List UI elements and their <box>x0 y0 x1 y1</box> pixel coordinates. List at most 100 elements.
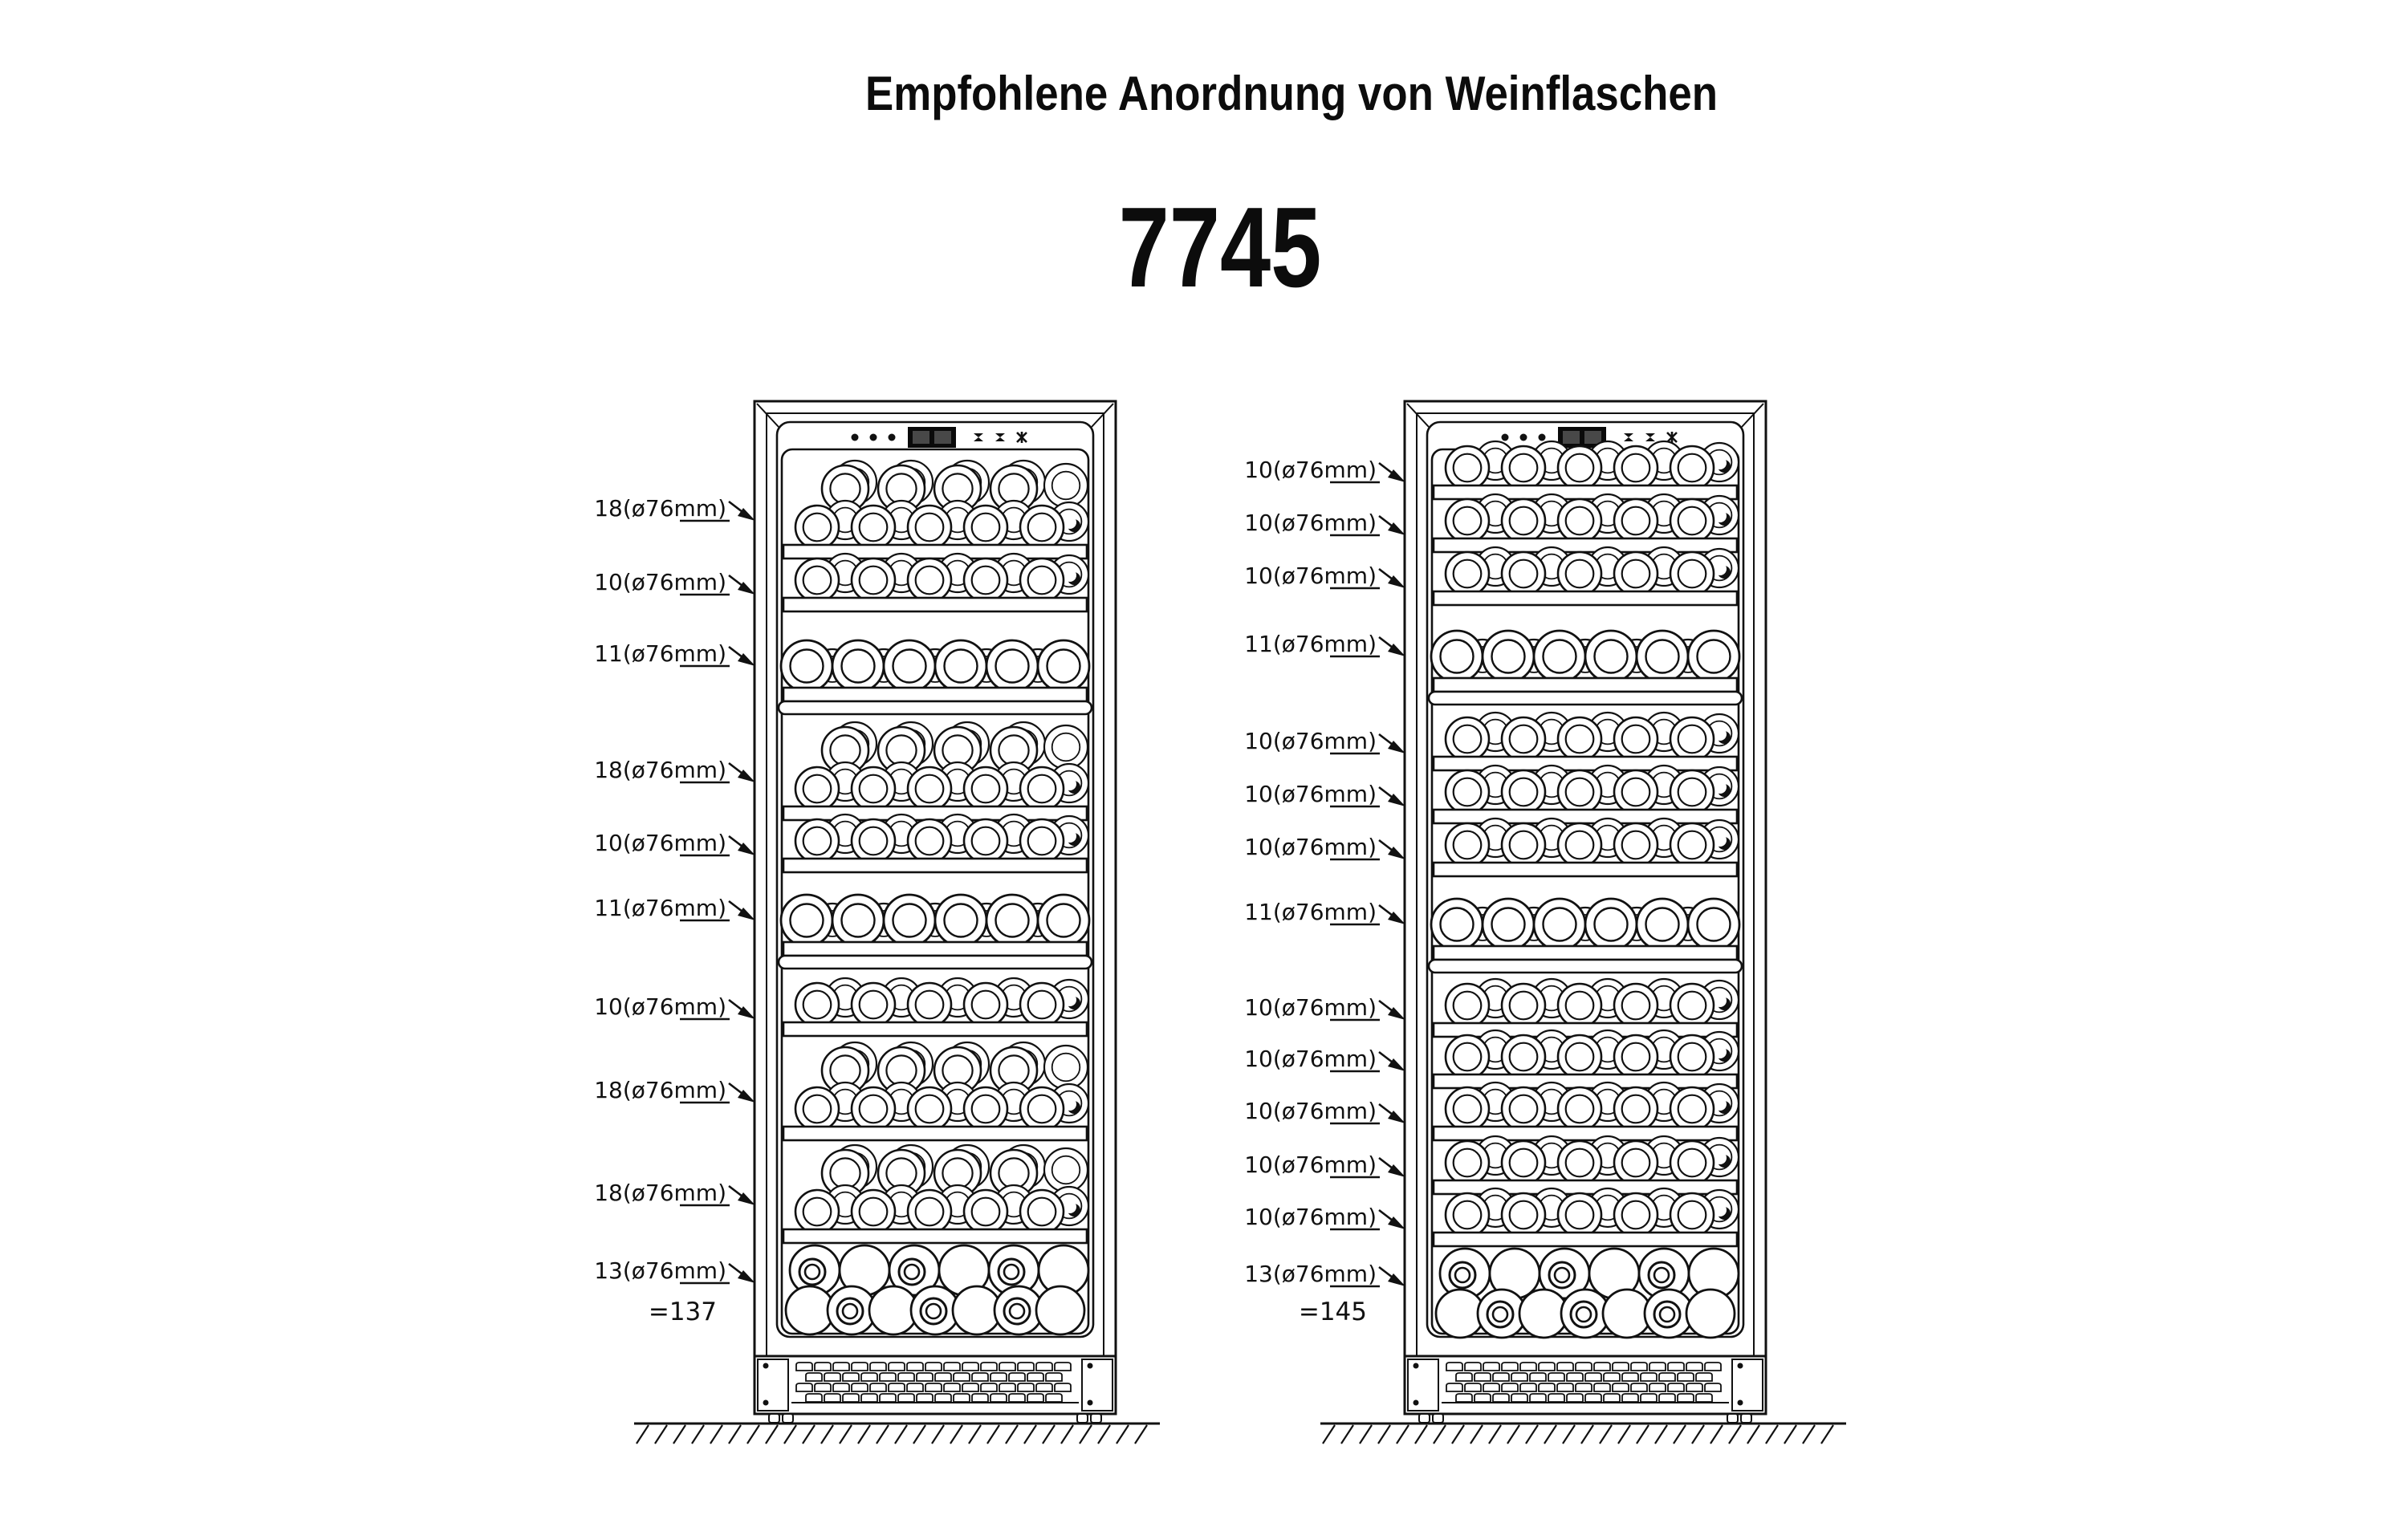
wine-row-single <box>794 552 1090 603</box>
wine-row-single <box>1444 817 1740 868</box>
wine-row-big <box>1430 897 1741 952</box>
row-label: 10(ø76mm) <box>1244 510 1405 537</box>
leader-arrow-icon <box>728 900 755 920</box>
shelf <box>1432 1073 1739 1090</box>
total-count: =137 <box>649 1298 717 1326</box>
zone-divider <box>1427 958 1743 974</box>
shelf <box>1432 1231 1739 1248</box>
vent-grille <box>1403 1355 1767 1415</box>
wine-row-big <box>779 893 1091 948</box>
leader-arrow-icon <box>728 574 755 595</box>
shelf <box>1432 676 1739 693</box>
leader-arrow-icon <box>1378 999 1405 1020</box>
zone-divider <box>1427 690 1743 706</box>
leader-arrow-icon <box>1378 461 1405 482</box>
svg-text:10(ø76mm): 10(ø76mm) <box>1244 994 1377 1021</box>
leader-arrow-icon <box>1378 904 1405 924</box>
leader-arrow-icon <box>1378 733 1405 753</box>
row-label: 10(ø76mm) <box>1244 1151 1405 1179</box>
row-label: 10(ø76mm) <box>1244 1204 1405 1231</box>
shelf <box>1432 484 1739 501</box>
button-dot-icon <box>851 433 859 441</box>
svg-text:10(ø76mm): 10(ø76mm) <box>594 830 726 856</box>
leader-arrow-icon <box>1378 567 1405 588</box>
leader-arrow-icon <box>1378 839 1405 859</box>
total-count: =145 <box>1299 1298 1367 1326</box>
shelf <box>1432 808 1739 825</box>
svg-text:10(ø76mm): 10(ø76mm) <box>1244 510 1377 536</box>
button-dot-icon <box>869 433 877 441</box>
svg-text:18(ø76mm): 18(ø76mm) <box>594 757 726 783</box>
wine-row-single <box>1444 1187 1740 1238</box>
button-dot-icon <box>888 433 896 441</box>
row-label: 13(ø76mm) <box>1244 1261 1405 1288</box>
cabinet-foot <box>768 1413 794 1424</box>
leader-arrow-icon <box>728 500 755 521</box>
svg-text:10(ø76mm): 10(ø76mm) <box>1244 1204 1377 1230</box>
svg-text:11(ø76mm): 11(ø76mm) <box>594 895 726 921</box>
row-label: 10(ø76mm) <box>594 830 755 857</box>
shelf <box>782 686 1088 703</box>
mode-icon <box>974 433 983 441</box>
leader-arrow-icon <box>728 645 755 666</box>
page-title: Empfohlene Anordnung von Weinflaschen <box>865 67 1718 120</box>
wine-row-single <box>1444 1135 1740 1186</box>
leader-arrow-icon <box>1378 1103 1405 1123</box>
zone-divider <box>777 954 1093 970</box>
mode-icon <box>1645 433 1655 441</box>
control-panel <box>1501 427 1678 448</box>
wine-row-single <box>1444 977 1740 1029</box>
row-label: 11(ø76mm) <box>1244 899 1405 926</box>
svg-text:11(ø76mm): 11(ø76mm) <box>594 640 726 667</box>
leader-arrow-icon <box>1378 1156 1405 1177</box>
wine-row-single <box>1444 493 1740 544</box>
ground-hatch <box>1320 1422 1846 1444</box>
svg-text:11(ø76mm): 11(ø76mm) <box>1244 899 1377 925</box>
svg-text:10(ø76mm): 10(ø76mm) <box>1244 1151 1377 1178</box>
snowflake-icon <box>1016 432 1027 443</box>
svg-text:18(ø76mm): 18(ø76mm) <box>594 495 726 522</box>
shelf <box>1432 755 1739 772</box>
row-label: 13(ø76mm) <box>594 1257 755 1285</box>
svg-text:11(ø76mm): 11(ø76mm) <box>1244 631 1377 657</box>
leader-arrow-icon <box>728 1082 755 1103</box>
row-label: 10(ø76mm) <box>1244 781 1405 808</box>
wine-row-double <box>794 1143 1090 1235</box>
row-label: 18(ø76mm) <box>594 1180 755 1207</box>
row-label: 10(ø76mm) <box>594 569 755 596</box>
wine-row-bottoms <box>784 1244 1090 1336</box>
wine-row-single <box>1444 440 1740 491</box>
shelf <box>782 596 1088 613</box>
leader-arrow-icon <box>1378 786 1405 806</box>
svg-text:18(ø76mm): 18(ø76mm) <box>594 1077 726 1103</box>
mode-icon <box>1624 433 1633 441</box>
row-label: 10(ø76mm) <box>1244 1098 1405 1125</box>
row-label: 10(ø76mm) <box>1244 728 1405 755</box>
wine-row-bottoms <box>1434 1247 1740 1339</box>
mode-icon <box>995 433 1005 441</box>
row-label: 11(ø76mm) <box>594 895 755 922</box>
cabinet-foot <box>1727 1413 1752 1424</box>
row-label: 11(ø76mm) <box>1244 631 1405 658</box>
shelf <box>782 1228 1088 1245</box>
row-label: 10(ø76mm) <box>1244 457 1405 484</box>
wine-row-single <box>794 977 1090 1028</box>
row-label: 18(ø76mm) <box>594 757 755 784</box>
button-dot-icon <box>1519 433 1527 441</box>
control-panel <box>851 427 1027 448</box>
shelf <box>1432 861 1739 878</box>
leader-arrow-icon <box>1378 636 1405 656</box>
wine-row-double <box>794 1041 1090 1132</box>
svg-text:10(ø76mm): 10(ø76mm) <box>594 993 726 1020</box>
row-label: 10(ø76mm) <box>1244 834 1405 861</box>
svg-text:10(ø76mm): 10(ø76mm) <box>594 569 726 595</box>
svg-text:10(ø76mm): 10(ø76mm) <box>1244 563 1377 589</box>
wine-row-single <box>794 813 1090 864</box>
ground-hatch <box>634 1422 1160 1444</box>
leader-arrow-icon <box>728 1184 755 1205</box>
leader-arrow-icon <box>728 998 755 1019</box>
model-number: 7745 <box>1118 184 1322 311</box>
zone-divider <box>777 700 1093 716</box>
shelf <box>782 857 1088 874</box>
